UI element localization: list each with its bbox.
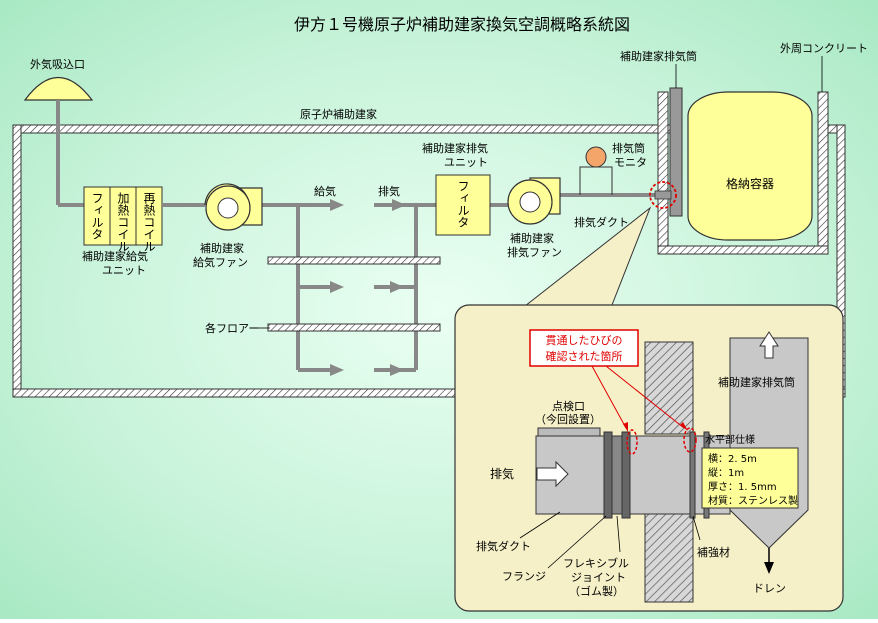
supply-unit-label-1: 補助建家給気 xyxy=(82,249,148,263)
inspection-label-2: （今回設置） xyxy=(535,412,601,426)
detail-duct xyxy=(535,435,731,515)
exhaust-air-label: 排気 xyxy=(378,184,400,198)
supply-unit-label-2: ユニット xyxy=(102,264,146,277)
supply-fan-label-1: 補助建家 xyxy=(200,241,244,255)
exhaust-filter-label: フィルタ xyxy=(456,180,470,228)
spec-line-2: 縦：1m xyxy=(708,466,744,479)
exhaust-duct-top-label: 排気ダクト xyxy=(574,215,629,229)
outside-intake-label: 外気吸込口 xyxy=(30,57,85,71)
detail-wall-lower xyxy=(644,513,694,603)
supply-filter-label: フィルタ xyxy=(90,192,104,240)
crack-note-box xyxy=(529,329,639,367)
stack-monitor xyxy=(579,146,613,195)
exhaust-fan-icon xyxy=(507,177,561,225)
crack-note-label-2: 確認された箇所 xyxy=(546,349,623,363)
detail-stack-label: 補助建家排気筒 xyxy=(718,375,795,389)
spec-title: 水平部仕様 xyxy=(705,433,755,446)
flange-label: フランジ xyxy=(502,570,546,583)
drain-label: ドレン xyxy=(753,582,786,595)
spec-line-3: 厚さ：1. 5mm xyxy=(708,481,777,493)
outer-concrete-label: 外周コンクリート xyxy=(780,42,868,55)
stack-monitor-label-2: モニタ xyxy=(614,156,647,169)
containment-vessel xyxy=(687,91,813,241)
exhaust-fan-label-1: 補助建家 xyxy=(510,231,554,245)
aux-building-label: 原子炉補助建家 xyxy=(300,107,377,121)
reinforcement-label: 補強材 xyxy=(697,545,730,559)
flex-label-2: ジョイント xyxy=(571,571,626,584)
stack-up-arrow xyxy=(759,331,779,359)
floor-slabs xyxy=(267,256,441,332)
detail-exhaust-label: 排気 xyxy=(490,466,514,481)
each-floor-label: 各フロアー xyxy=(205,321,259,335)
aux-stack-top-label: 補助建家排気筒 xyxy=(620,49,697,63)
outside-intake xyxy=(23,76,94,101)
exhaust-unit-label-2: ユニット xyxy=(444,156,488,169)
supply-unit xyxy=(83,186,205,246)
inspection-label-1: 点検口 xyxy=(552,399,585,413)
supply-air-label: 給気 xyxy=(314,184,336,198)
spec-line-4: 材質：ステンレス製 xyxy=(708,494,798,507)
spec-box xyxy=(701,447,799,509)
flex-label-1: フレキシブル xyxy=(563,556,629,570)
detail-wall-upper xyxy=(644,341,694,435)
supply-fan-icon xyxy=(204,183,263,231)
supply-fan-label-2: 給気ファン xyxy=(193,255,248,269)
reheat-coil-label: 再熱コイル xyxy=(142,192,156,252)
inspection-port xyxy=(537,427,601,437)
supply-arrows xyxy=(330,199,406,376)
crack-marker-1 xyxy=(626,429,638,455)
detail-exhaust-arrow xyxy=(536,460,569,488)
exhaust-unit-label-1: 補助建家排気 xyxy=(422,141,488,155)
crack-location-marker xyxy=(649,181,677,209)
drain-arrow-icon xyxy=(764,562,774,574)
crack-marker-2 xyxy=(683,427,697,453)
crack-note-label-1: 貫通したひびの xyxy=(546,334,623,347)
heating-coil-label: 加熱コイル xyxy=(116,192,130,252)
exhaust-fan-label-2: 排気ファン xyxy=(507,245,562,259)
stack-monitor-label-1: 排気筒 xyxy=(612,141,645,155)
exhaust-unit xyxy=(435,174,491,236)
spec-line-1: 横：2. 5m xyxy=(708,452,757,465)
page-title: 伊方１号機原子炉補助建家換気空調概略系統図 xyxy=(294,15,630,34)
containment-label: 格納容器 xyxy=(726,176,774,191)
detail-exhaust-duct-label: 排気ダクト xyxy=(476,539,531,553)
outer-concrete-wall xyxy=(657,91,829,255)
flex-label-3: （ゴム製） xyxy=(569,584,624,598)
